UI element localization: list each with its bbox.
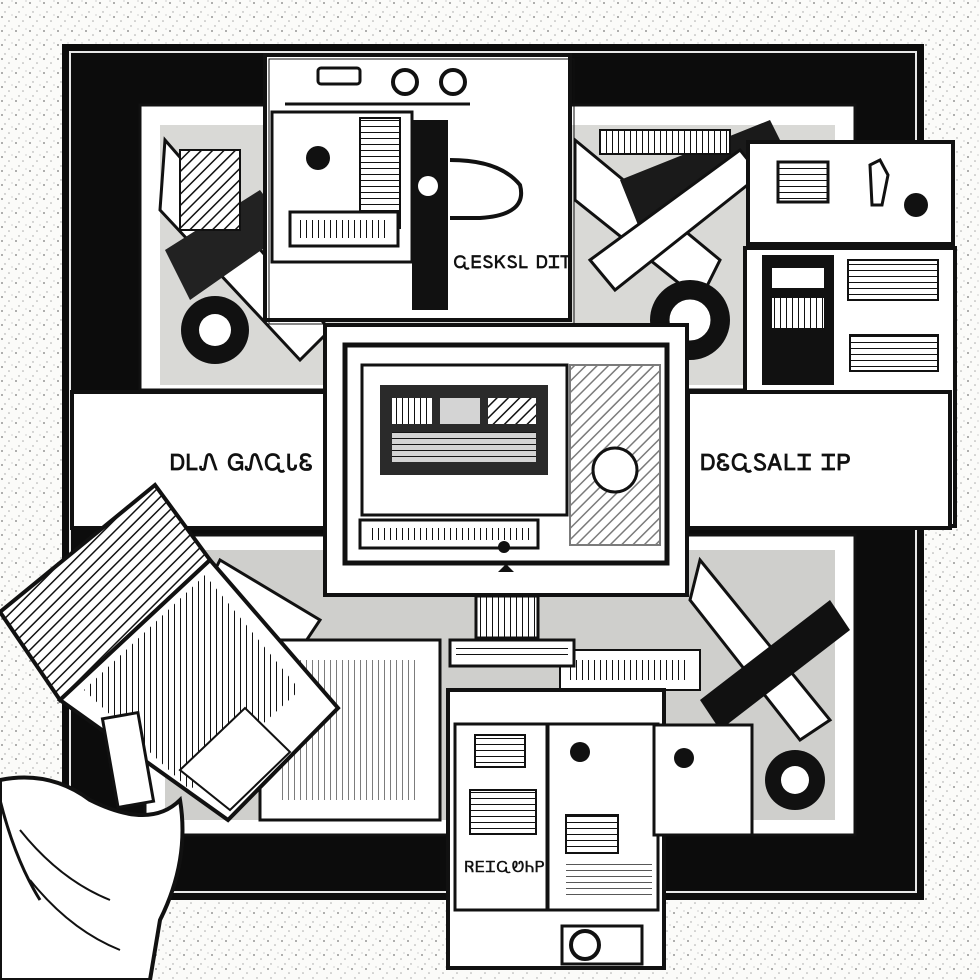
toggle-icon [316, 66, 362, 86]
phone-device: ᏒᎬᏆᏩᏬᏂᏢ [446, 688, 754, 970]
left-panel-label: ᎠᏞᏁ ᏀᏁᏩᏓᏋ [170, 451, 314, 476]
right-label-panel: ᎠᏋᏩᏚᎪᏞᏆ ᏆᏢ [686, 390, 952, 530]
knob-icon [439, 68, 467, 96]
laptop [0, 482, 341, 823]
top-window-panel: ᏩᎬᏚᏦᏚᏞ ᎠᏆᎢ [263, 53, 575, 325]
phone-label: ᏒᎬᏆᏩᏬᏂᏢ [465, 858, 546, 876]
text-block [849, 334, 939, 372]
knob-icon [391, 68, 419, 96]
dial-icon [570, 742, 590, 762]
camera-icon [569, 929, 601, 961]
dial-icon [674, 748, 694, 768]
figure-icon [868, 158, 890, 207]
text-block [847, 259, 939, 301]
central-monitor [323, 323, 689, 668]
dial-icon [306, 146, 330, 170]
hand [0, 775, 185, 980]
head-icon [904, 193, 928, 217]
right-panel-label: ᎠᏋᏩᏚᎪᏞᏆ ᏆᏢ [701, 451, 852, 476]
left-label-panel: ᎠᏞᏁ ᏀᏁᏩᏓᏋ [70, 390, 332, 530]
list-icon [776, 160, 830, 204]
top-panel-label: ᏩᎬᏚᏦᏚᏞ ᎠᏆᎢ [454, 253, 573, 273]
power-icon [498, 541, 510, 553]
right-window-panel [743, 140, 957, 528]
